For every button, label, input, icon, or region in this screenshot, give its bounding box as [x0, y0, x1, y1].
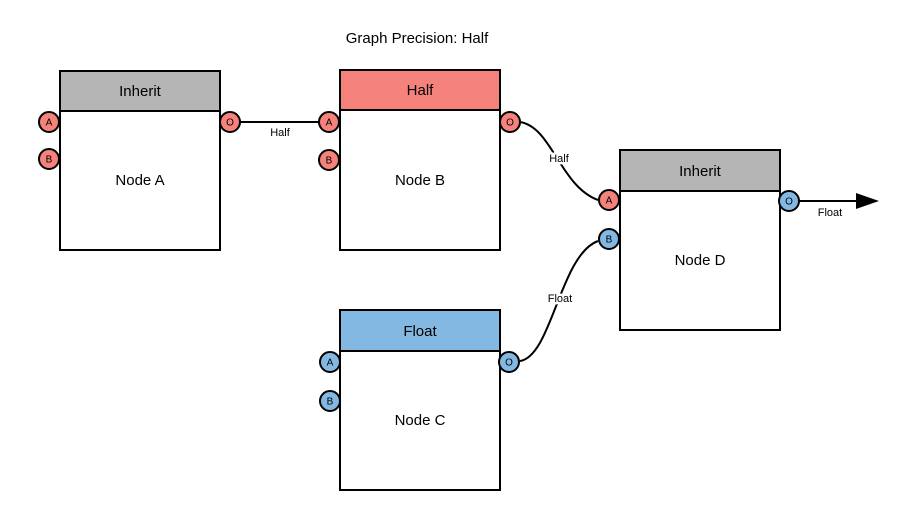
node-a-port-b-label: B: [46, 155, 53, 166]
node-b-port-a-label: A: [326, 118, 333, 129]
node-d-header-label: Inherit: [679, 163, 722, 180]
node-d-port-a[interactable]: [598, 189, 620, 211]
graph-title: Graph Precision: Half: [346, 30, 489, 47]
edge-b-to-d-curve[interactable]: [519, 121, 599, 201]
node-c-header[interactable]: [339, 309, 501, 352]
node-a-header[interactable]: [59, 70, 221, 112]
node-a-port-o[interactable]: [219, 111, 241, 133]
node-c-body[interactable]: [339, 350, 501, 491]
node-c[interactable]: Float Node C A B O: [319, 309, 520, 491]
node-b-port-o-label: O: [506, 118, 514, 129]
node-d-port-o-label: O: [785, 197, 793, 208]
node-c-label: Node C: [395, 412, 446, 429]
node-a[interactable]: Inherit Node A A B O: [38, 70, 241, 251]
node-a-header-label: Inherit: [119, 83, 162, 100]
node-c-port-b-label: B: [327, 397, 334, 408]
node-a-port-a[interactable]: [38, 111, 60, 133]
node-c-port-o-label: O: [505, 358, 513, 369]
edge-c-to-d[interactable]: Float: [519, 240, 599, 362]
node-b-label: Node B: [395, 172, 445, 189]
arrow-head-icon: [856, 193, 879, 209]
edge-b-to-d-label: Half: [549, 153, 570, 165]
node-d-port-b[interactable]: [598, 228, 620, 250]
edge-d-output-label: Float: [818, 207, 842, 219]
node-c-port-a[interactable]: [319, 351, 341, 373]
edge-a-to-b-label: Half: [270, 127, 291, 139]
node-a-port-o-label: O: [226, 118, 234, 129]
node-b-header[interactable]: [339, 69, 501, 111]
edge-a-to-b[interactable]: Half: [240, 121, 319, 142]
node-d[interactable]: Inherit Node D A B O: [598, 149, 800, 331]
node-a-body[interactable]: [59, 110, 221, 251]
edge-d-output[interactable]: Float: [799, 193, 879, 222]
node-d-port-b-label: B: [606, 235, 613, 246]
node-d-port-o[interactable]: [778, 190, 800, 212]
node-b-port-b-label: B: [326, 156, 333, 167]
node-c-port-o[interactable]: [498, 351, 520, 373]
node-d-label: Node D: [675, 252, 726, 269]
node-b-port-b[interactable]: [318, 149, 340, 171]
edge-c-to-d-label: Float: [548, 293, 572, 305]
node-b[interactable]: Half Node B A B O: [318, 69, 521, 251]
node-a-port-b[interactable]: [38, 148, 60, 170]
edge-b-to-d[interactable]: Half: [519, 121, 599, 201]
node-b-port-a[interactable]: [318, 111, 340, 133]
node-d-body[interactable]: [619, 190, 781, 331]
node-c-port-b[interactable]: [319, 390, 341, 412]
node-b-header-label: Half: [407, 82, 435, 99]
node-c-header-label: Float: [403, 323, 437, 340]
node-c-port-a-label: A: [327, 358, 334, 369]
edge-c-to-d-curve[interactable]: [519, 240, 599, 362]
node-b-body[interactable]: [339, 109, 501, 251]
node-d-port-a-label: A: [606, 196, 613, 207]
node-d-header[interactable]: [619, 149, 781, 192]
node-a-port-a-label: A: [46, 118, 53, 129]
node-a-label: Node A: [115, 172, 164, 189]
node-b-port-o[interactable]: [499, 111, 521, 133]
